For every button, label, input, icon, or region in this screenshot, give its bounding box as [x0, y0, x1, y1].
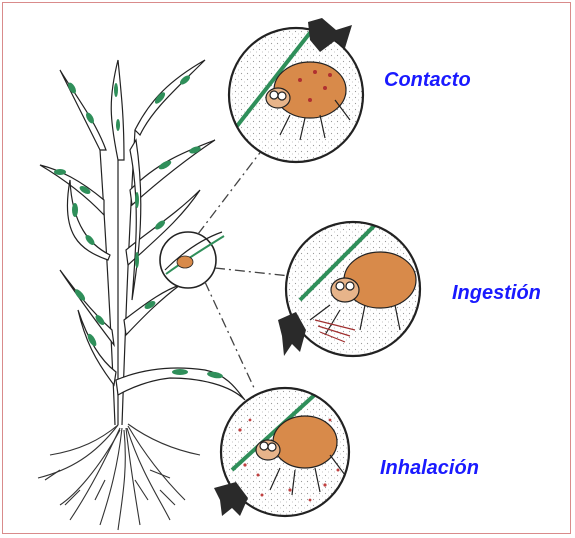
roots-icon — [38, 424, 200, 530]
mite-icon — [177, 256, 193, 268]
label-ingestion: Ingestión — [452, 282, 541, 305]
magnifier-circle-icon — [160, 232, 224, 288]
ingestion-circle — [286, 220, 420, 356]
label-contact: Contacto — [384, 69, 471, 92]
label-inhalation: Inhalación — [380, 457, 479, 480]
